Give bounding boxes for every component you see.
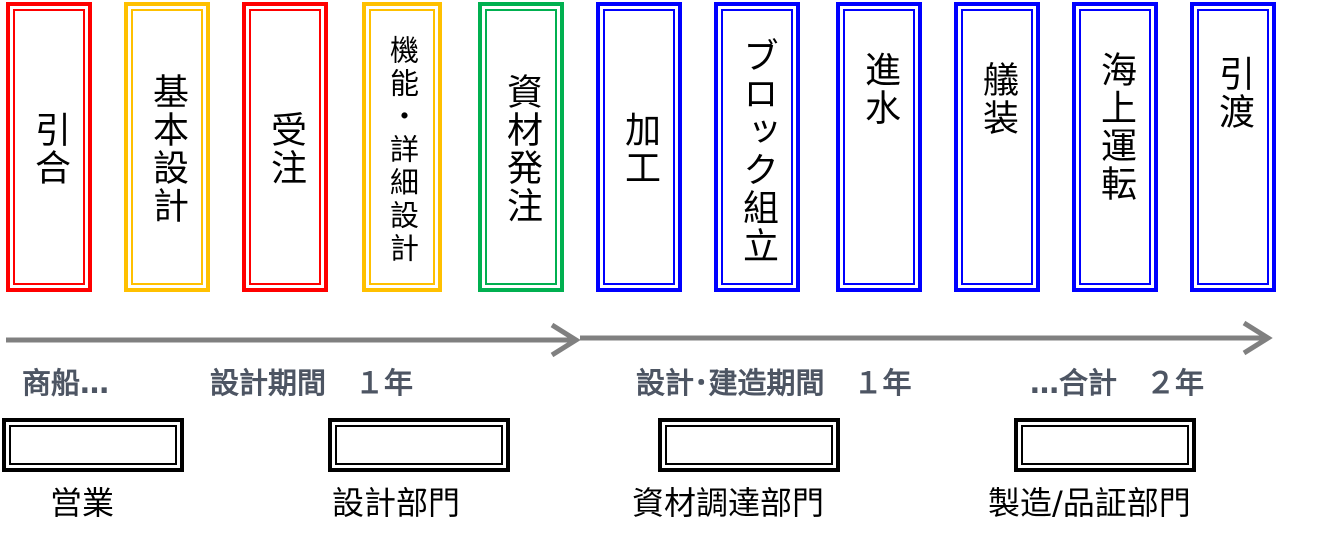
period-label-design-build: 設計･建造期間 １年	[636, 366, 912, 400]
step-kihon-sekkei: 基本設計	[124, 2, 210, 292]
step-kino-shosai-sekkei: 機能・詳細設計	[362, 2, 442, 292]
legend-label-procurement: 資材調達部門	[632, 484, 825, 522]
step-kaijo-unten: 海上運転	[1072, 2, 1158, 292]
legend-swatch-sales	[2, 418, 184, 472]
step-label: 機能・詳細設計	[385, 35, 420, 266]
arrow-design-period-head	[550, 322, 581, 358]
period-label-merchant-ship: 商船…	[22, 366, 110, 400]
step-juchu: 受注	[242, 2, 328, 292]
step-block-kumitate: ブロック組立	[714, 2, 800, 292]
step-label: ブロック組立	[737, 37, 778, 265]
period-label-total: …合計 ２年	[1030, 366, 1205, 400]
step-label: 加工	[619, 111, 660, 187]
step-label: 引合	[29, 111, 70, 187]
step-kako: 加工	[596, 2, 682, 292]
period-label-design: 設計期間 １年	[210, 366, 414, 400]
step-hikiwatashi: 引渡	[1190, 2, 1276, 292]
step-hikiai: 引合	[6, 2, 92, 292]
legend-swatch-procurement	[658, 418, 840, 472]
step-label: 海上運転	[1095, 51, 1136, 203]
arrow-build-period-head	[1242, 320, 1273, 356]
step-label: 基本設計	[147, 73, 188, 225]
step-shinsui: 進水	[836, 2, 922, 292]
legend-label-sales: 営業	[50, 484, 115, 522]
legend-label-design: 設計部門	[332, 484, 461, 522]
legend-swatch-manufacturing	[1014, 418, 1196, 472]
step-label: 資材発注	[501, 73, 542, 225]
step-label: 受注	[265, 111, 306, 187]
step-giso: 艤装	[954, 2, 1040, 292]
step-label: 艤装	[977, 61, 1018, 137]
step-label: 引渡	[1213, 55, 1254, 131]
step-shizai-hatchu: 資材発注	[478, 2, 564, 292]
legend-label-manufacturing: 製造/品証部門	[988, 484, 1191, 522]
step-label: 進水	[859, 51, 900, 127]
legend-swatch-design	[328, 418, 510, 472]
